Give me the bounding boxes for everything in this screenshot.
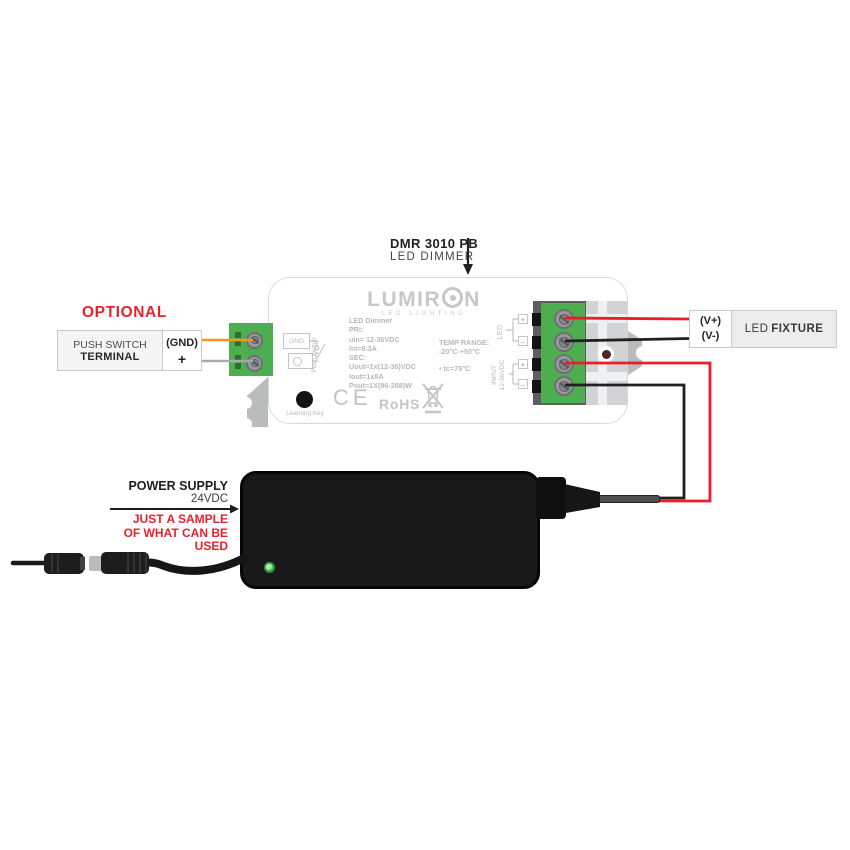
v-minus-label: (V-)	[701, 330, 720, 343]
left-flange-notch	[240, 397, 252, 409]
led-fixture-box: (V+) (V-) LED FIXTURE	[689, 310, 837, 348]
spec-line: Uout=1x(12-36)VDC	[349, 362, 416, 372]
spec-line: LED Dimmer	[349, 316, 393, 325]
model-number: DMR 3010 PB	[390, 236, 479, 251]
temp-range-block: TEMP RANGE: -20°C-+50°C	[439, 338, 489, 357]
power-supply-voltage: 24VDC	[190, 493, 228, 505]
model-pointer-arrow	[463, 238, 473, 275]
dimmer-internal-lines	[310, 318, 518, 385]
push-switch-line2: TERMINAL	[80, 350, 140, 363]
model-callout: DMR 3010 PB LED DIMMER	[390, 236, 479, 263]
wire-slot	[532, 357, 541, 371]
screw-hole-center	[601, 349, 611, 359]
rohs-mark: RoHS	[379, 396, 421, 412]
optional-label: OPTIONAL	[82, 304, 167, 321]
wire-slot	[235, 340, 241, 346]
weee-bin-icon	[422, 383, 444, 414]
contact-circle-icon	[293, 356, 302, 366]
schematic-contact-box	[288, 353, 313, 369]
led-plus-box: +	[518, 314, 528, 324]
dc-male-plug	[101, 552, 149, 574]
wire-slot	[532, 312, 541, 326]
note-line1: JUST A SAMPLE	[132, 512, 228, 526]
psu-input-cable	[10, 552, 250, 575]
power-supply-callout: POWER SUPPLY 24VDC	[95, 480, 228, 506]
logo-o-icon	[442, 287, 464, 308]
spec-line: Iout=1x8A	[349, 371, 384, 381]
spec-block: LED Dimmer PRI: uin= 12-36VDC Iin=8.3A S…	[349, 316, 416, 390]
left-mounting-flange	[247, 377, 268, 427]
wire-led-negative-black	[564, 337, 690, 343]
terminal-screw	[246, 331, 263, 349]
power-supply-note: JUST A SAMPLE OF WHAT CAN BE USED	[88, 512, 228, 554]
fixture-name-regular: LED	[744, 323, 769, 335]
dc-male-plug-tip	[89, 556, 102, 571]
psu-output-cable	[536, 477, 661, 519]
ce-mark: CE	[333, 385, 372, 410]
power-supply-brick	[240, 471, 540, 589]
wire-slot	[532, 335, 541, 349]
temp-line: -20°C-+50°C	[439, 347, 481, 357]
dc-female-jack	[44, 553, 84, 574]
fixture-name-bold: FIXTURE	[771, 323, 824, 335]
wire-slot	[235, 355, 241, 361]
spec-line: PRI:	[349, 325, 364, 335]
spec-line: Iin=8.3A	[349, 343, 377, 353]
spec-line: SEC:	[349, 353, 367, 363]
learning-key-label: Learning Key	[286, 410, 324, 417]
wire-slot	[532, 379, 541, 393]
push-switch-line1: PUSH SWITCH	[73, 338, 147, 351]
input-minus-box: –	[518, 379, 528, 389]
power-led-indicator	[264, 562, 275, 573]
input-plus-box: +	[518, 359, 528, 369]
wire-slot	[235, 332, 241, 338]
wire-input-positive-red	[565, 361, 712, 503]
note-line2: OF WHAT CAN BE USED	[123, 525, 228, 553]
wire-input-negative-black	[565, 383, 686, 500]
left-flange-notch	[240, 418, 252, 430]
brand-tagline: LED LIGHTING	[381, 311, 467, 317]
temp-line: TEMP RANGE:	[439, 338, 490, 347]
wire-slot	[235, 363, 241, 369]
push-switch-title-cell: PUSH SWITCH TERMINAL	[58, 331, 162, 370]
fixture-name-cell: LED FIXTURE	[731, 311, 836, 347]
learning-key-button	[296, 391, 313, 408]
push-switch-terminal-box: PUSH SWITCH TERMINAL (GND) +	[57, 330, 202, 371]
fixture-polarity-cell: (V+) (V-)	[690, 311, 731, 347]
spec-line: Pout=1X(96-288)W	[349, 381, 412, 391]
right-flange-notch	[636, 346, 650, 360]
tc-line: • tc=75°C	[439, 364, 471, 373]
spec-line: uin= 12-36VDC	[349, 334, 400, 344]
gnd-label: (GND)	[166, 336, 198, 349]
v-plus-label: (V+)	[699, 314, 722, 327]
power-supply-title: POWER SUPPLY	[128, 479, 228, 493]
push-switch-polarity-cell: (GND) +	[162, 331, 201, 370]
device-type: LED DIMMER	[390, 251, 475, 263]
led-minus-box: –	[518, 336, 528, 346]
plus-label: +	[177, 351, 187, 368]
schematic-gnd-box: GND	[283, 333, 310, 349]
wire-led-positive-red	[564, 316, 690, 321]
power-supply-arrow	[110, 504, 239, 514]
terminal-screw	[246, 354, 263, 372]
